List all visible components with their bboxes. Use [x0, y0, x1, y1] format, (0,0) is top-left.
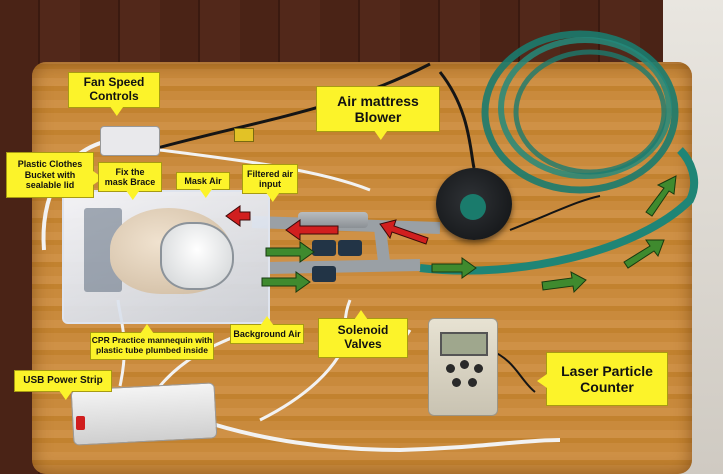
green-arrow-intake — [261, 271, 311, 293]
solenoid-valve — [312, 240, 336, 256]
valve-pipe — [298, 212, 368, 228]
counter-display — [440, 332, 488, 356]
green-arrow-intake — [645, 175, 677, 217]
solenoid-valve — [338, 240, 362, 256]
small-component — [234, 128, 254, 142]
power-switch — [76, 416, 85, 430]
label-air-mattress-blower: Air mattress Blower — [316, 86, 440, 132]
counter-button — [460, 360, 469, 369]
label-fan-speed-controls: Fan Speed Controls — [68, 72, 160, 108]
red-arrow-exhaust — [225, 205, 251, 227]
blower-port — [460, 194, 486, 220]
label-laser-particle-counter: Laser Particle Counter — [537, 352, 668, 406]
counter-button — [446, 364, 455, 373]
face-mask — [160, 222, 234, 290]
label-fix-mask-brace: Fix the mask Brace — [98, 162, 162, 192]
green-arrow-intake — [431, 257, 477, 279]
label-usb-power-strip: USB Power Strip — [14, 370, 112, 392]
green-arrow-intake — [623, 239, 665, 269]
fan-speed-controller — [100, 126, 160, 156]
red-arrow-exhaust — [379, 219, 429, 245]
label-solenoid-valves: Solenoid Valves — [318, 310, 408, 358]
label-filtered-air-input: Filtered air input — [242, 164, 298, 194]
solenoid-valve — [312, 266, 336, 282]
label-cpr-mannequin: CPR Practice mannequin with plastic tube… — [90, 324, 214, 360]
label-mask-air: Mask Air — [176, 172, 230, 190]
red-arrow-exhaust — [285, 219, 339, 241]
counter-button — [468, 378, 477, 387]
counter-button — [474, 364, 483, 373]
label-background-air: Background Air — [230, 316, 304, 344]
counter-button — [452, 378, 461, 387]
green-arrow-intake — [265, 241, 315, 263]
green-arrow-intake — [541, 271, 587, 294]
label-plastic-clothes-bucket: Plastic Clothes Bucket with sealable lid — [6, 152, 103, 198]
